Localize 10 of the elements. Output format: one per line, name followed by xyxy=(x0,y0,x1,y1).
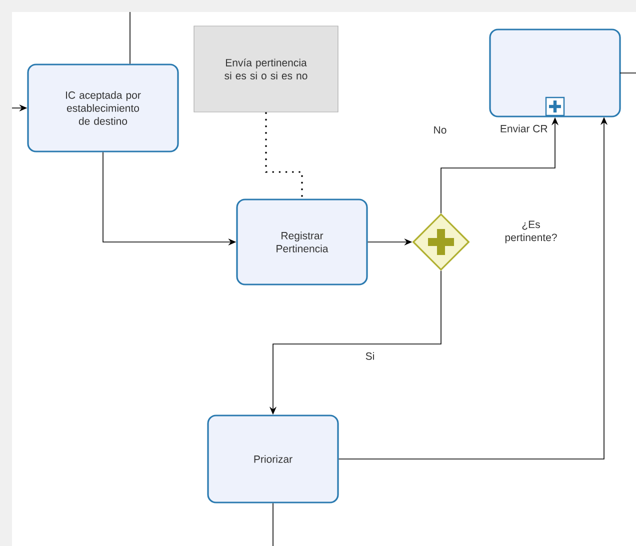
task-box: Priorizar xyxy=(207,414,339,504)
flow-line xyxy=(272,502,274,546)
flow-line xyxy=(620,72,636,74)
task-box: IC aceptada por establecimiento de destino xyxy=(27,64,179,152)
question-label: ¿Es pertinente? xyxy=(505,220,557,244)
association-line xyxy=(265,112,303,199)
edge-label: Si xyxy=(364,351,376,361)
annotation-box: Envía pertinencia si es si o si es no xyxy=(194,26,338,112)
task-box: Registrar Pertinencia xyxy=(236,198,368,286)
subprocess-label: Enviar CR xyxy=(500,124,548,132)
